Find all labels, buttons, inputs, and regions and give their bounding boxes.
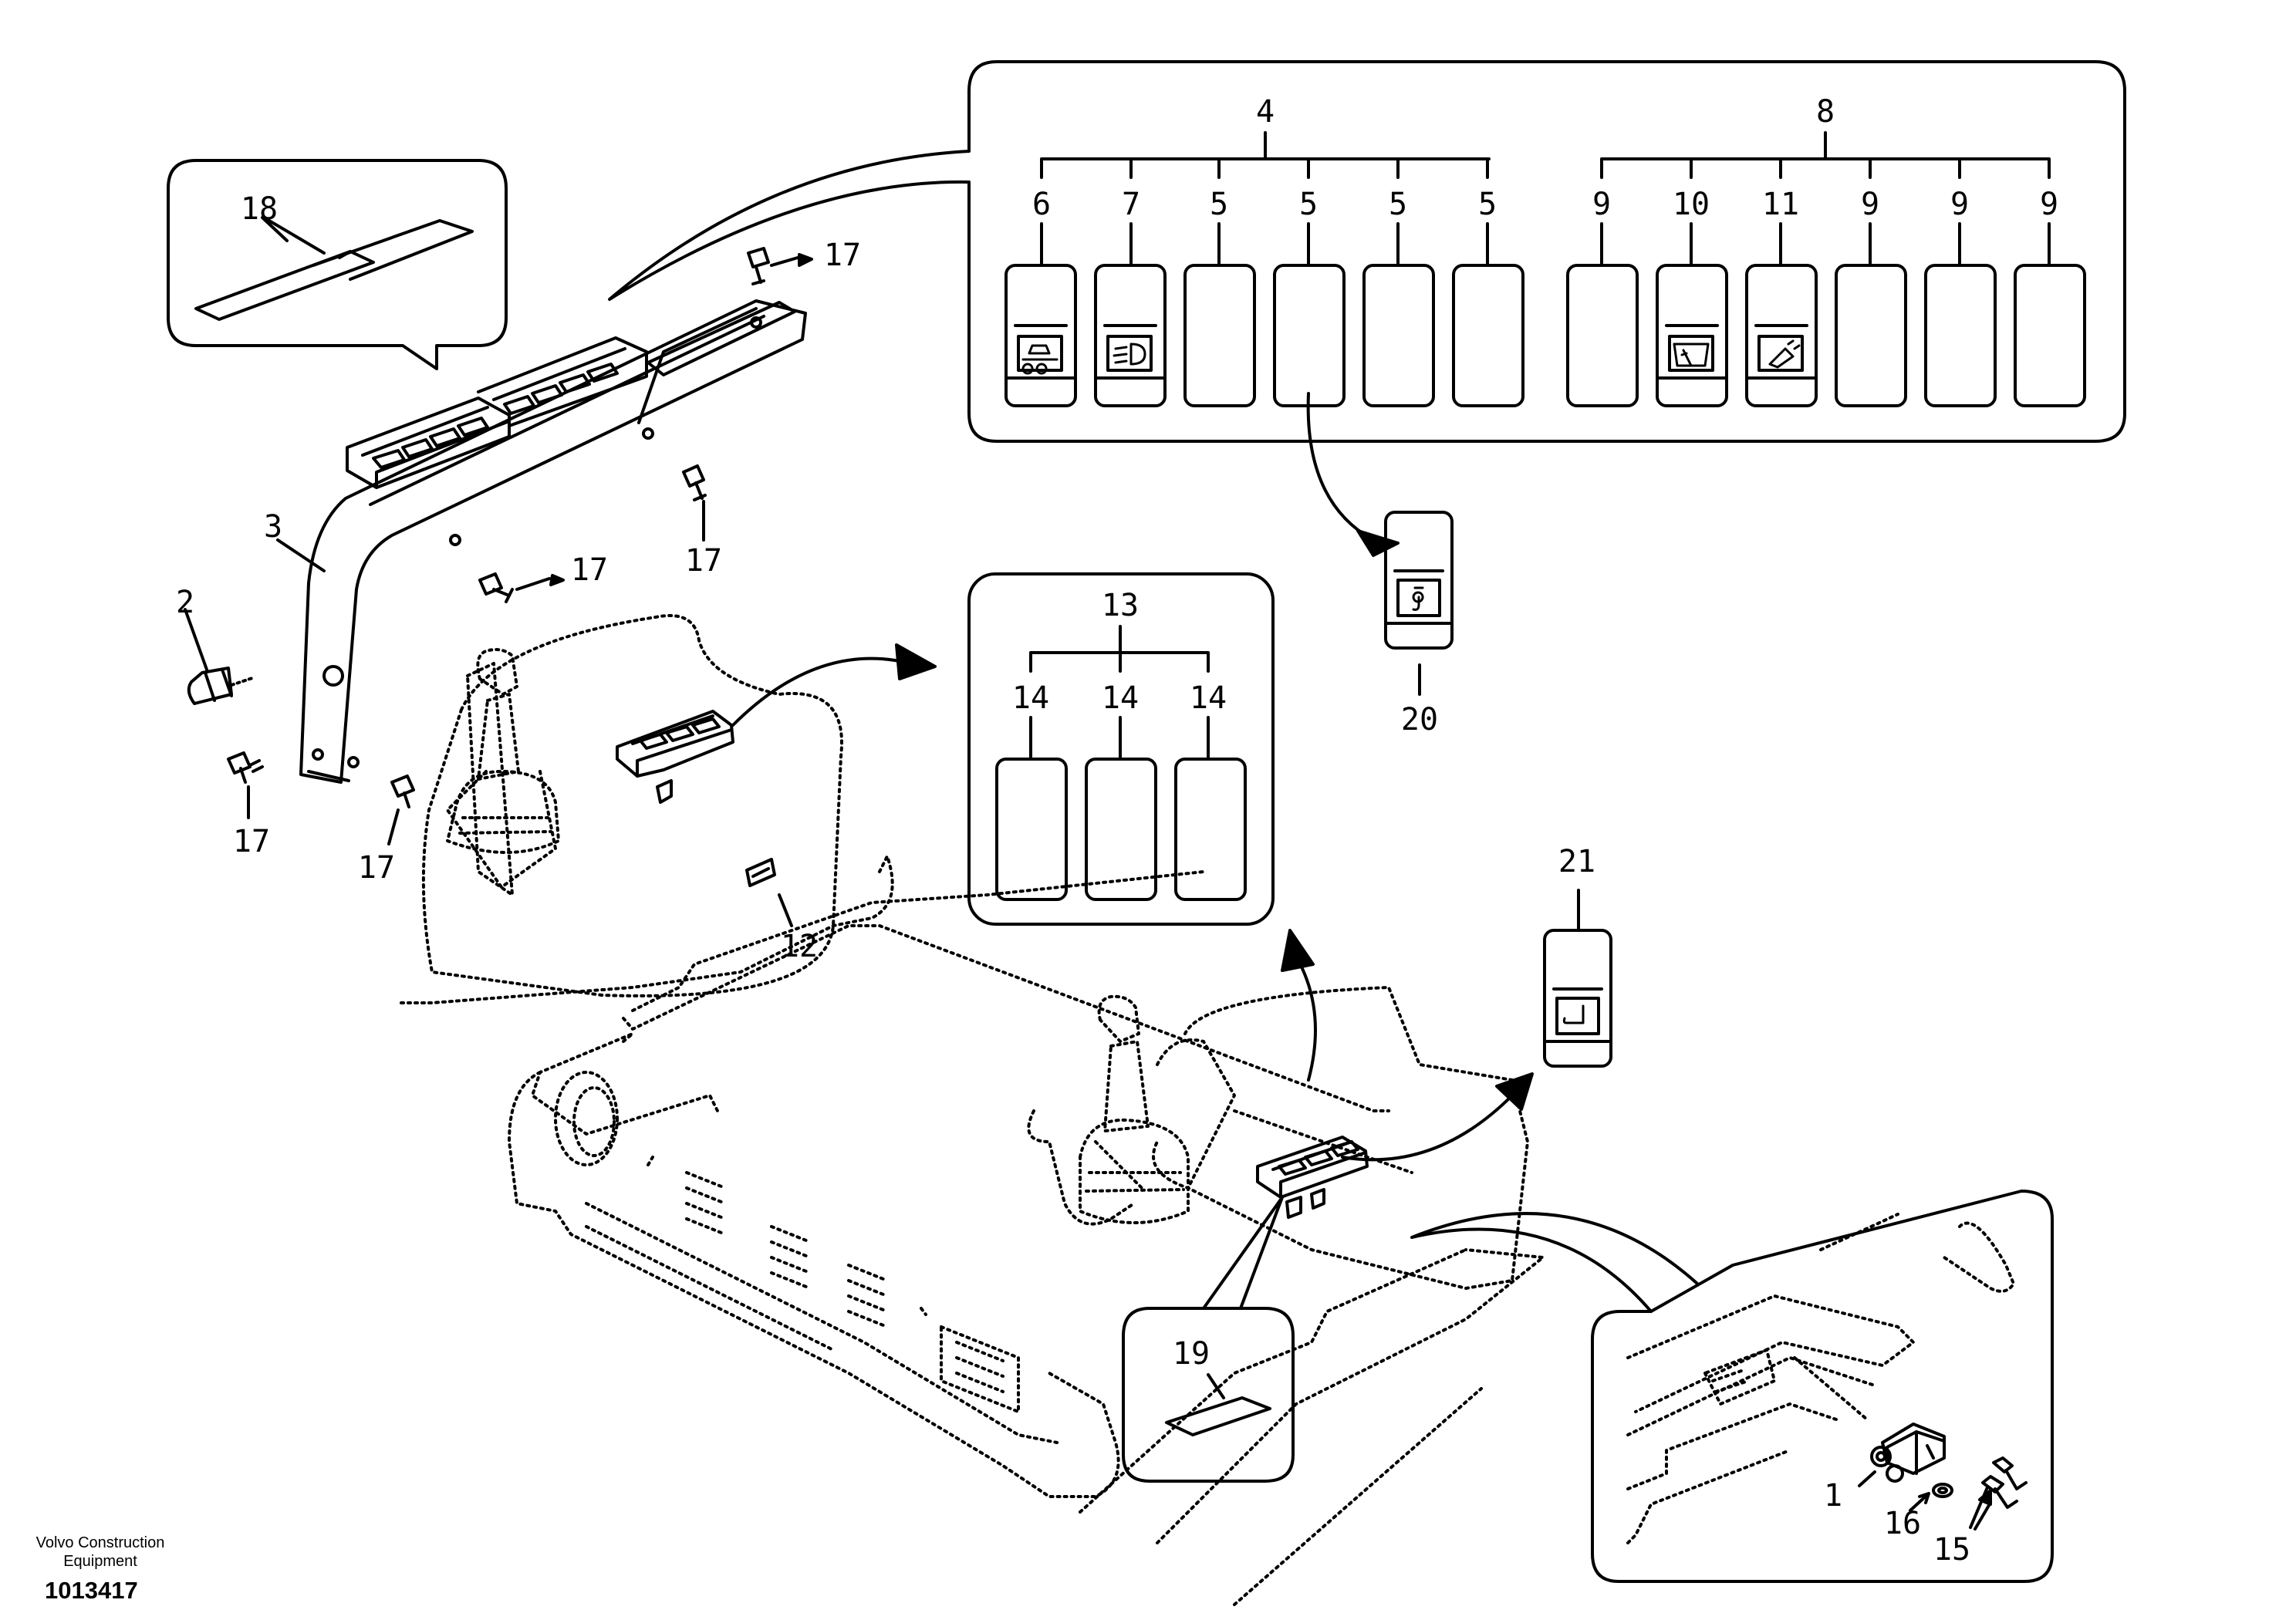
switch-9 xyxy=(2014,264,2086,407)
detail-callout-1 xyxy=(1410,1190,2054,1583)
label-13: 13 xyxy=(1102,588,1139,623)
travel-speed-icon xyxy=(1021,344,1059,375)
switch-10 xyxy=(1656,264,1728,407)
label-3: 3 xyxy=(264,509,282,545)
label-1: 1 xyxy=(1824,1478,1842,1514)
brand-line-1: Volvo Construction xyxy=(35,1534,165,1551)
switch-9 xyxy=(1924,264,1997,407)
brand-line-2: Equipment xyxy=(63,1553,137,1570)
switch-panel-callout xyxy=(608,60,2126,443)
switch-callout-13 xyxy=(967,572,1275,926)
switch-9 xyxy=(1566,264,1639,407)
label-16: 16 xyxy=(1884,1506,1921,1541)
washer-icon xyxy=(1768,339,1801,369)
label-9: 9 xyxy=(1592,187,1611,222)
label-9: 9 xyxy=(2040,187,2058,222)
switch-20 xyxy=(1384,511,1454,696)
cab-floor-frame xyxy=(508,924,1545,1606)
switch-6 xyxy=(1004,264,1077,407)
label-4: 4 xyxy=(1256,94,1275,130)
bolt-17 xyxy=(387,775,415,845)
label-callout-19 xyxy=(1122,1196,1295,1483)
switch-5 xyxy=(1362,264,1435,407)
left-joystick xyxy=(446,648,560,854)
brand-text: Volvo Construction Equipment xyxy=(23,1534,177,1571)
knob-2 xyxy=(184,608,256,705)
label-12: 12 xyxy=(781,929,818,964)
switch-5 xyxy=(1183,264,1256,407)
left-console xyxy=(400,614,1205,1012)
label-19: 19 xyxy=(1173,1336,1210,1372)
switch-7 xyxy=(1094,264,1167,407)
label-7: 7 xyxy=(1122,187,1140,222)
document-number: 1013417 xyxy=(45,1577,138,1604)
switch-11 xyxy=(1745,264,1818,407)
label-14: 14 xyxy=(1190,680,1227,716)
bolt-17 xyxy=(682,464,707,542)
label-17: 17 xyxy=(233,824,270,859)
right-console-switch xyxy=(1256,1136,1369,1219)
label-5: 5 xyxy=(1389,187,1407,222)
dashboard-rail-3 xyxy=(276,299,807,784)
bolt-17 xyxy=(747,247,813,285)
label-17: 17 xyxy=(571,552,608,588)
label-10: 10 xyxy=(1673,187,1710,222)
label-17: 17 xyxy=(358,850,395,886)
hook-icon xyxy=(1412,586,1424,611)
label-9: 9 xyxy=(1950,187,1969,222)
label-21: 21 xyxy=(1558,844,1595,879)
label-18: 18 xyxy=(241,191,278,227)
switch-21 xyxy=(1543,889,1612,1068)
wiper-icon xyxy=(1673,343,1710,367)
label-11: 11 xyxy=(1762,187,1799,222)
label-20: 20 xyxy=(1401,702,1438,737)
switch-5 xyxy=(1452,264,1524,407)
label-5: 5 xyxy=(1210,187,1228,222)
bolt-17 xyxy=(227,751,264,819)
label-17: 17 xyxy=(685,543,722,579)
bolt-17 xyxy=(478,572,565,603)
switch-5 xyxy=(1273,264,1346,407)
label-9: 9 xyxy=(1861,187,1879,222)
label-2: 2 xyxy=(176,585,194,620)
work-light-icon xyxy=(1113,343,1146,366)
label-17: 17 xyxy=(824,238,861,273)
left-console-switch xyxy=(616,710,734,804)
label-15: 15 xyxy=(1933,1532,1970,1568)
label-6: 6 xyxy=(1032,187,1051,222)
label-8: 8 xyxy=(1816,94,1835,130)
label-14: 14 xyxy=(1012,680,1049,716)
seat-icon xyxy=(1562,1004,1585,1024)
connector-12 xyxy=(745,858,793,927)
label-5: 5 xyxy=(1478,187,1497,222)
switch-9 xyxy=(1835,264,1907,407)
label-5: 5 xyxy=(1299,187,1318,222)
reference-labels: 4 8 6 7 5 5 5 5 9 10 11 9 9 9 18 17 17 1… xyxy=(176,94,2058,1568)
label-callout-18 xyxy=(167,159,508,370)
right-joystick xyxy=(1079,994,1190,1224)
label-14: 14 xyxy=(1102,680,1139,716)
